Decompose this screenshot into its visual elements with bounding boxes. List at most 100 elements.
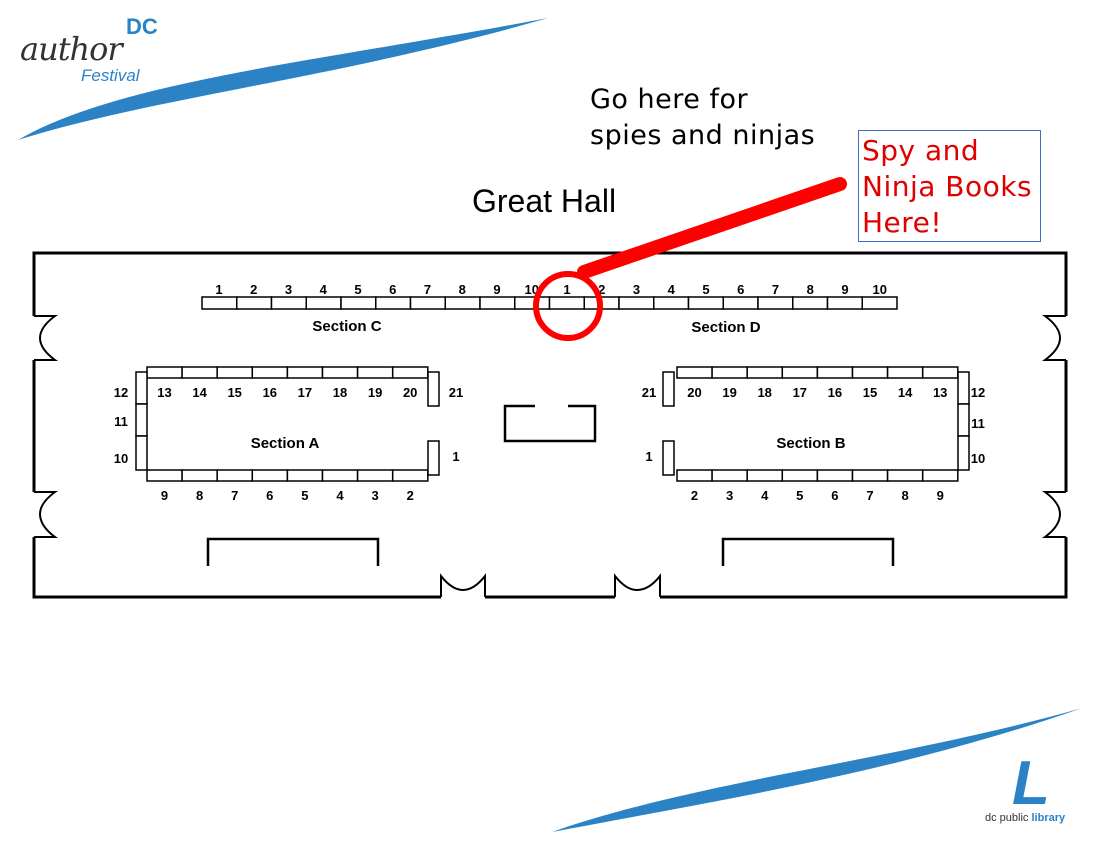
library-logo-text: dc public library bbox=[985, 812, 1065, 824]
table-slot bbox=[653, 296, 690, 310]
table-number: 2 bbox=[250, 282, 257, 297]
table-number: 13 bbox=[933, 385, 947, 400]
table-number: 5 bbox=[354, 282, 361, 297]
directions-line: spies and ninjas bbox=[590, 120, 816, 151]
table-number: 21 bbox=[642, 385, 656, 400]
table-slot bbox=[722, 296, 759, 310]
table-number: 13 bbox=[157, 385, 171, 400]
library-logo-word: library bbox=[1031, 812, 1066, 824]
table-slot bbox=[135, 371, 148, 405]
door-bottom-left-icon bbox=[440, 573, 486, 604]
table-slot bbox=[676, 366, 713, 379]
table-number: 16 bbox=[828, 385, 842, 400]
table-slot bbox=[921, 469, 959, 482]
table-number: 7 bbox=[866, 488, 873, 503]
library-logo-prefix: dc public bbox=[985, 812, 1032, 824]
table-number: 8 bbox=[901, 488, 908, 503]
table-number: 11 bbox=[114, 414, 128, 429]
table-slot bbox=[687, 296, 724, 310]
door-left-upper-icon bbox=[28, 315, 59, 361]
table-slot bbox=[321, 366, 359, 379]
table-number: 4 bbox=[320, 282, 328, 297]
table-slot bbox=[391, 366, 429, 379]
library-logo-mark: L bbox=[1012, 749, 1050, 818]
table-slot bbox=[711, 366, 748, 379]
table-slot bbox=[921, 366, 959, 379]
table-number: 19 bbox=[722, 385, 736, 400]
table-number: 9 bbox=[841, 282, 848, 297]
table-slot bbox=[886, 366, 924, 379]
table-slot bbox=[781, 469, 819, 482]
table-number: 14 bbox=[898, 385, 913, 400]
table-slot bbox=[427, 371, 440, 407]
table-slot bbox=[181, 366, 218, 379]
table-number: 7 bbox=[231, 488, 238, 503]
table-number: 7 bbox=[424, 282, 431, 297]
table-slot bbox=[479, 296, 516, 310]
table-number: 1 bbox=[215, 282, 222, 297]
doors bbox=[28, 315, 1072, 604]
section-d-label: Section D bbox=[691, 319, 760, 336]
table-number: 6 bbox=[389, 282, 396, 297]
table-number: 2 bbox=[598, 282, 605, 297]
table-slot bbox=[861, 296, 898, 310]
table-number: 7 bbox=[772, 282, 779, 297]
table-slot bbox=[792, 296, 829, 310]
table-number: 12 bbox=[971, 385, 985, 400]
table-number: 5 bbox=[301, 488, 308, 503]
table-slot bbox=[851, 366, 889, 379]
table-slot bbox=[427, 440, 440, 476]
table-slot bbox=[216, 469, 254, 482]
table-number: 21 bbox=[449, 385, 463, 400]
table-number: 10 bbox=[525, 282, 539, 297]
table-number: 12 bbox=[114, 385, 128, 400]
table-slot bbox=[286, 366, 324, 379]
table-number: 18 bbox=[757, 385, 771, 400]
hall-outline bbox=[32, 251, 1068, 599]
table-number: 20 bbox=[403, 385, 417, 400]
table-slot bbox=[548, 296, 585, 310]
stage-left bbox=[206, 537, 380, 566]
table-number: 17 bbox=[298, 385, 312, 400]
table-slot bbox=[957, 371, 970, 405]
table-number: 10 bbox=[873, 282, 887, 297]
table-number: 8 bbox=[807, 282, 814, 297]
table-number: 9 bbox=[493, 282, 500, 297]
festival-logo-festival: Festival bbox=[81, 66, 140, 85]
table-slot bbox=[146, 469, 183, 482]
table-number: 3 bbox=[726, 488, 733, 503]
table-slot bbox=[216, 366, 254, 379]
section-a-label: Section A bbox=[251, 435, 320, 452]
highlight-pointer bbox=[533, 177, 847, 341]
spy-ninja-callout: Spy and Ninja Books Here! bbox=[858, 130, 1041, 242]
table-number: 5 bbox=[796, 488, 803, 503]
table-number: 15 bbox=[227, 385, 241, 400]
table-slot bbox=[201, 296, 238, 310]
table-number: 4 bbox=[761, 488, 769, 503]
table-slot bbox=[305, 296, 342, 310]
table-slot bbox=[781, 366, 819, 379]
table-number: 4 bbox=[336, 488, 344, 503]
table-slot bbox=[251, 366, 289, 379]
festival-logo-author: author bbox=[20, 30, 123, 68]
highlight-circle bbox=[533, 271, 603, 341]
table-number: 6 bbox=[737, 282, 744, 297]
table-slot bbox=[391, 469, 429, 482]
table-slot bbox=[662, 440, 675, 476]
table-number: 8 bbox=[196, 488, 203, 503]
door-bottom-right-icon bbox=[614, 573, 661, 604]
table-slot bbox=[135, 435, 148, 471]
callout-line: Here! bbox=[862, 206, 943, 239]
table-slot bbox=[375, 296, 412, 310]
table-number: 6 bbox=[831, 488, 838, 503]
table-number: 1 bbox=[452, 449, 459, 464]
table-slot bbox=[746, 469, 784, 482]
table-number: 5 bbox=[702, 282, 709, 297]
table-slot bbox=[851, 469, 889, 482]
door-right-upper-icon bbox=[1041, 315, 1072, 361]
table-number: 16 bbox=[263, 385, 277, 400]
table-slot bbox=[135, 403, 148, 437]
door-left-lower-icon bbox=[28, 491, 59, 538]
table-slot bbox=[236, 296, 273, 310]
section-c-label: Section C bbox=[312, 318, 381, 335]
